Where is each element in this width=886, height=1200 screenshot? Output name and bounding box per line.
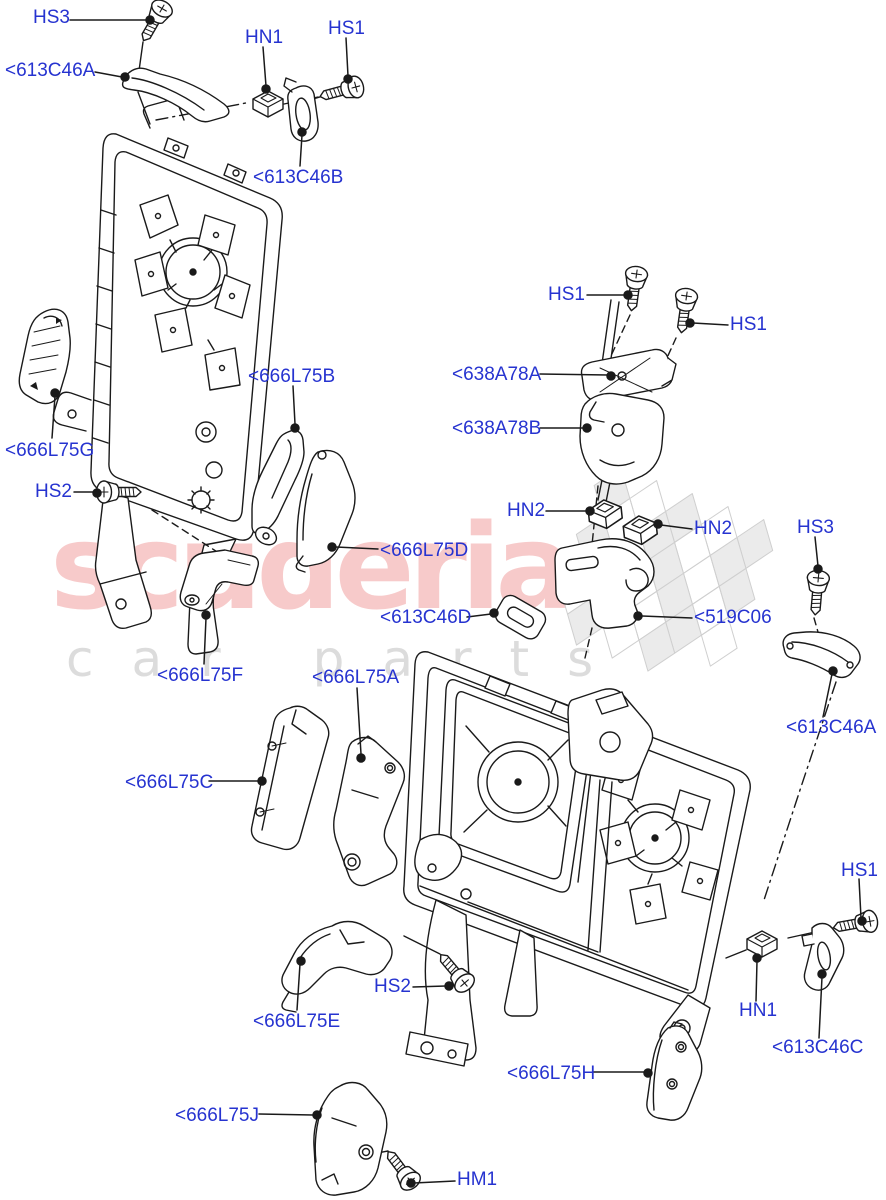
part-label-666l75g: <666L75G [5,440,95,461]
seat-frame-lower [403,651,751,1067]
part-613c46a-top-bracket [121,67,230,125]
part-666l75f-bracket [179,549,260,612]
part-hs3-top-screw [133,0,176,47]
part-613c46c-latch [801,922,845,991]
part-label-613c46a-top: <613C46A [5,60,96,81]
part-label-666l75h: <666L75H [507,1063,596,1084]
part-label-666l75e: <666L75E [253,1011,341,1032]
part-666l75j-panel [313,1081,388,1196]
part-519c06-bracket [554,538,655,629]
part-638a78a-bracket [580,348,677,402]
seat-frame-upper [52,98,283,655]
part-hs1-bottom-screw [830,908,880,940]
part-666l75c-panel [250,705,330,851]
part-label-666l75d: <666L75D [380,540,469,561]
part-666l75e-bracket [281,920,393,1013]
part-666l75d-shield [295,449,356,573]
part-label-638a78b: <638A78B [452,418,542,439]
part-label-hs1-top: HS1 [328,18,365,39]
watermark-subtitle-text: car parts [66,630,632,688]
part-label-hm1: HM1 [457,1169,498,1190]
part-label-hn2-right: HN2 [694,518,733,539]
part-666l75h-bolster [646,1021,703,1121]
part-label-613c46c: <613C46C [772,1037,864,1058]
part-hn1-top-clip [252,90,284,118]
part-label-613c46d: <613C46D [380,607,472,628]
part-label-hs3-top: HS3 [33,7,70,28]
part-label-hs1-bottom: HS1 [841,860,878,881]
part-label-hs1-mid-right: HS1 [730,314,767,335]
part-label-666l75c: <666L75C [125,772,214,793]
part-hm1-screw [378,1144,425,1195]
part-label-hs1-mid-left: HS1 [548,284,585,305]
part-hn1-bottom-clip [746,930,778,958]
part-label-519c06: <519C06 [694,607,772,628]
part-666l75g-bolster [18,308,71,405]
part-label-613c46b: <613C46B [253,167,344,188]
part-666l75b-shield [251,429,305,546]
part-label-hs2-left: HS2 [35,481,72,502]
part-label-638a78a: <638A78A [452,364,542,385]
part-613c46d-plate [494,594,547,640]
part-label-hn2-left: HN2 [507,500,546,521]
leader-lines [50,15,867,1188]
part-666l75a-panel [333,735,406,887]
part-label-hs2-right: HS2 [374,976,411,997]
part-label-666l75j: <666L75J [175,1105,259,1126]
part-label-666l75a: <666L75A [312,667,400,688]
part-label-613c46a-right: <613C46A [786,717,877,738]
part-label-666l75b: <666L75B [248,366,336,387]
part-label-hs3-right: HS3 [797,517,834,538]
part-hs3-right-screw [803,568,831,617]
part-613c46a-right-bracket [782,631,861,679]
part-label-hn1-bottom: HN1 [739,1000,778,1021]
part-hs1-top-screw [316,73,367,108]
part-label-hn1-top: HN1 [245,27,284,48]
part-label-666l75f: <666L75F [157,665,244,686]
part-638a78b-guide [579,392,665,485]
